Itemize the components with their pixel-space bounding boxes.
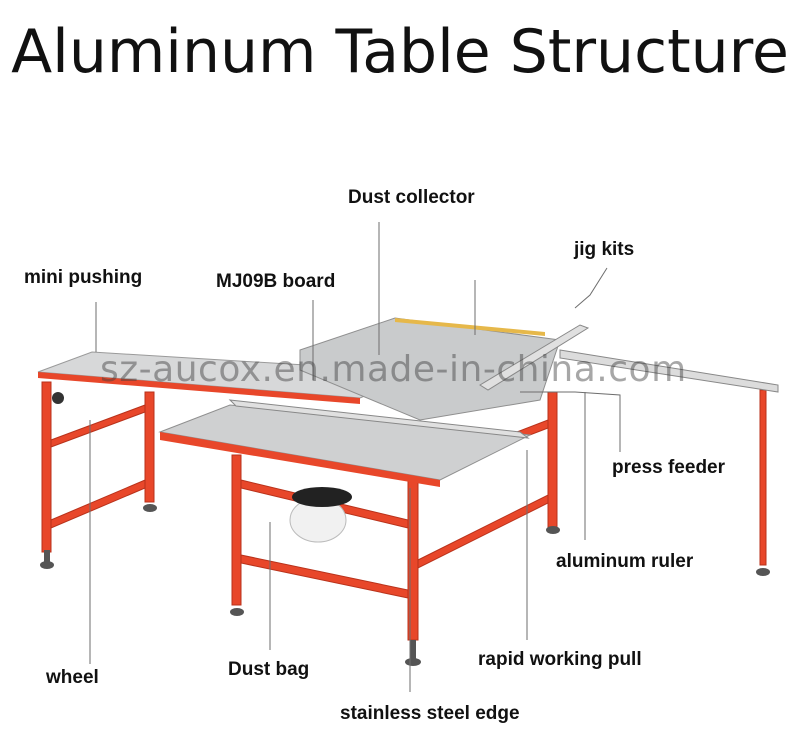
rip-fence xyxy=(479,324,590,391)
watermark: sz-aucox.en.made-in-china.com xyxy=(100,349,687,390)
label-dust-collector: Dust collector xyxy=(348,187,475,208)
frame-feet xyxy=(40,504,770,666)
label-stainless-steel-edge: stainless steel edge xyxy=(340,703,520,724)
label-mini-pushing: mini pushing xyxy=(24,267,143,288)
label-mj09b-board: MJ09B board xyxy=(216,271,336,292)
extension-rail xyxy=(559,349,779,393)
label-wheel: wheel xyxy=(46,667,99,688)
label-jig-kits: jig kits xyxy=(574,239,635,260)
front-fence xyxy=(228,399,530,439)
label-aluminum-ruler: aluminum ruler xyxy=(556,551,694,572)
yellow-ruler xyxy=(395,318,545,336)
label-rapid-working-pull: rapid working pull xyxy=(478,649,642,670)
label-press-feeder: press feeder xyxy=(612,457,726,478)
page-title: Aluminum Table Structure xyxy=(11,17,789,87)
label-dust-bag: Dust bag xyxy=(228,659,310,680)
leader-lines xyxy=(89,222,621,692)
